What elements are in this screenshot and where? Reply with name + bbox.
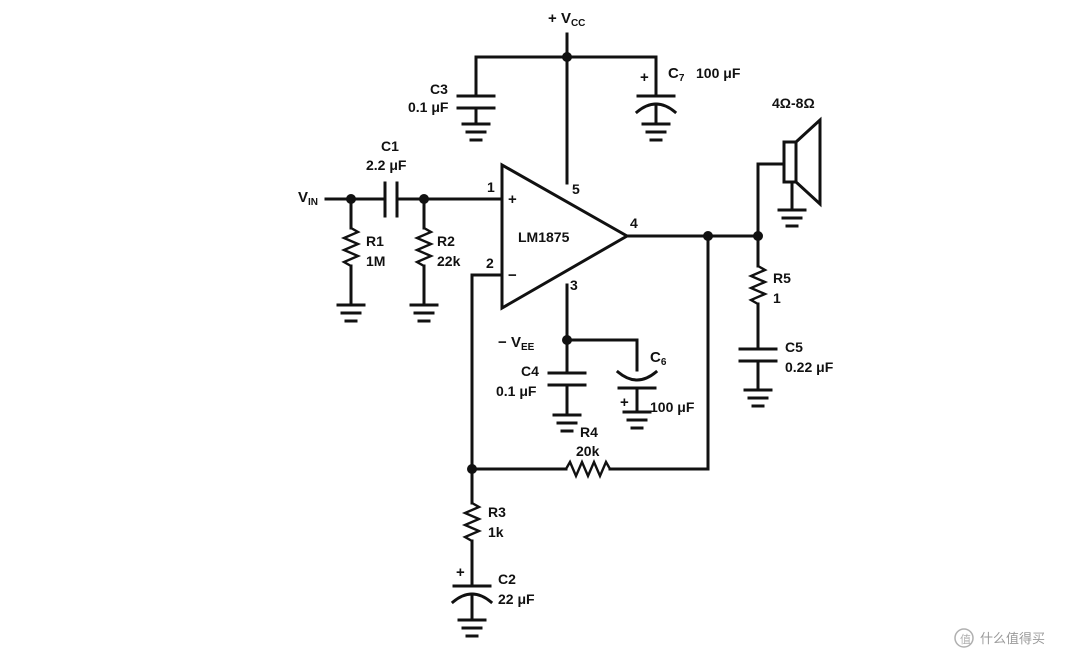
c4-name: C4: [521, 363, 539, 379]
input-wire: [324, 194, 504, 204]
c3-name: C3: [430, 81, 448, 97]
c5-value: 0.22 μF: [785, 359, 834, 375]
capacitor-c2: [450, 584, 494, 622]
r3-name: R3: [488, 504, 506, 520]
resistor-r3: [461, 501, 483, 588]
ground-icon: [622, 410, 652, 430]
pin-2-label: 2: [486, 255, 494, 271]
resistor-r2: [413, 197, 435, 307]
capacitor-c6: [615, 369, 659, 414]
speaker-icon: [782, 116, 822, 212]
ground-icon: [409, 303, 439, 323]
c1-name: C1: [381, 138, 399, 154]
ic-name: LM1875: [518, 229, 570, 245]
c1-value: 2.2 μF: [366, 157, 407, 173]
c7-name: C7: [668, 65, 685, 84]
c6-polarity: +: [620, 394, 629, 411]
r4-name: R4: [580, 424, 598, 440]
pin-1-label: 1: [487, 179, 495, 195]
r1-value: 1M: [366, 253, 385, 269]
c6-name: C6: [650, 349, 667, 368]
r2-name: R2: [437, 233, 455, 249]
resistor-r5: [747, 264, 769, 351]
capacitor-c3: [456, 94, 496, 126]
watermark: 值 什么值得买: [954, 628, 1045, 648]
vcc-label: + VCC: [548, 10, 585, 29]
pin-4-label: 4: [630, 215, 638, 231]
ic-minus-sign: −: [508, 267, 517, 284]
svg-text:值: 值: [960, 633, 971, 646]
c5-name: C5: [785, 339, 803, 355]
vee-rail: [562, 283, 639, 375]
r1-name: R1: [366, 233, 384, 249]
ground-icon: [743, 388, 773, 408]
op-amp-lm1875: [500, 162, 631, 311]
r4-value: 20k: [576, 443, 600, 459]
c7-polarity: +: [640, 69, 649, 86]
vin-label: VIN: [298, 189, 318, 208]
r5-name: R5: [773, 270, 791, 286]
output-wire: [625, 162, 786, 268]
pin-5-label: 5: [572, 181, 580, 197]
ground-icon: [777, 208, 807, 228]
c2-polarity: +: [456, 564, 465, 581]
capacitor-c5: [738, 347, 778, 392]
resistor-r4: [564, 458, 612, 480]
r3-value: 1k: [488, 524, 504, 540]
capacitor-c7: [634, 94, 678, 126]
vcc-rail: [474, 32, 658, 185]
vee-label: − VEE: [498, 334, 535, 353]
ground-icon: [461, 122, 491, 142]
speaker-impedance: 4Ω-8Ω: [772, 95, 815, 111]
ground-icon: [457, 618, 487, 638]
ground-icon: [641, 122, 671, 142]
pin-3-label: 3: [570, 277, 578, 293]
c3-value: 0.1 μF: [408, 99, 449, 115]
capacitor-c1: [383, 181, 399, 218]
c2-value: 22 μF: [498, 591, 535, 607]
watermark-text: 什么值得买: [980, 631, 1045, 646]
ground-icon: [336, 303, 366, 323]
capacitor-c4: [547, 371, 587, 417]
r5-value: 1: [773, 290, 781, 306]
feedback-wire: [467, 234, 710, 505]
c6-value: 100 μF: [650, 399, 695, 415]
c2-name: C2: [498, 571, 516, 587]
resistor-r1: [340, 197, 362, 307]
r2-value: 22k: [437, 253, 461, 269]
c4-value: 0.1 μF: [496, 383, 537, 399]
ic-plus-sign: +: [508, 191, 517, 208]
zhi-icon: [954, 628, 974, 648]
c7-value: 100 μF: [696, 65, 741, 81]
ground-icon: [552, 413, 582, 433]
